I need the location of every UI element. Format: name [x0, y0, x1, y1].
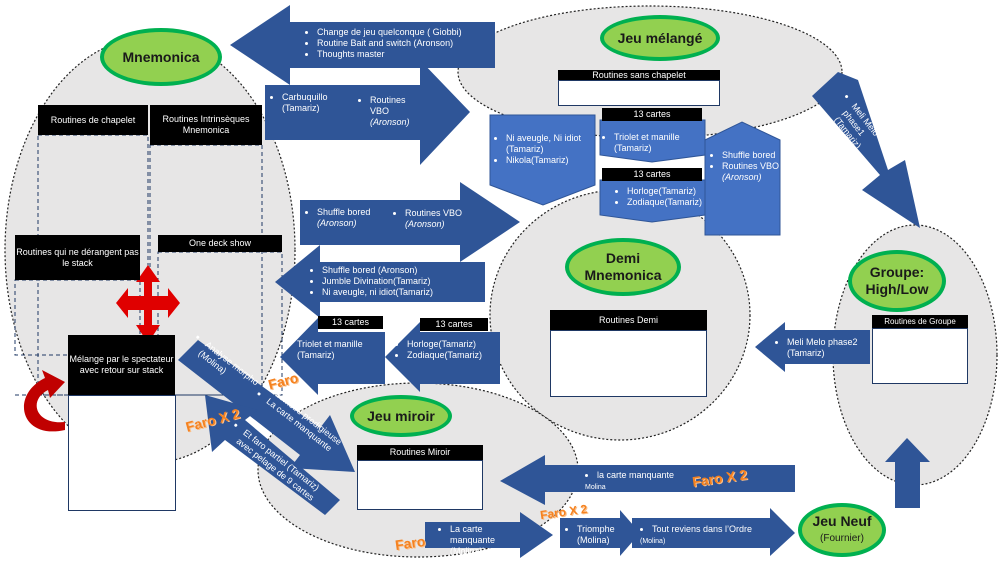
text-top-left: Change de jeu quelconque ( Giobbi)Routin… — [305, 27, 462, 60]
text-bottom-a: La carte manquante (Molina)) — [438, 524, 523, 557]
header-13-cartes-2: 13 cartes — [602, 168, 702, 181]
arrow-jeu-neuf-up — [885, 438, 930, 508]
header-13-cartes-4: 13 cartes — [420, 318, 488, 331]
pentagon-shuffle-up — [704, 121, 781, 236]
header-ne-derangent: Routines qui ne dérangent pas le stack — [15, 235, 140, 280]
arrow-miroir-left — [500, 455, 795, 505]
header-one-deck: One deck show — [158, 235, 282, 252]
arrow-analyse — [178, 340, 355, 472]
text-meli2: Meli Melo phase2 (Tamariz) — [775, 337, 865, 359]
text-shuffle-up: Shuffle boredRoutines VBO(Aronson) — [710, 150, 779, 183]
arrow-bottom-a — [425, 512, 553, 558]
arrow-bottom-b — [560, 510, 640, 556]
box-groupe — [872, 328, 968, 384]
jeu-neuf-sub: (Fournier) — [820, 533, 864, 544]
group-demi-mnemonica: Demi Mnemonica — [565, 238, 681, 296]
arrow-horloge-left — [385, 322, 500, 392]
box-sans-chapelet — [558, 80, 720, 106]
text-horloge-left: Horloge(Tamariz)Zodiaque(Tamariz) — [395, 339, 482, 361]
header-groupe: Routines de Groupe — [872, 315, 968, 328]
header-13-cartes-1: 13 cartes — [602, 108, 702, 121]
text-triolet-top: Triolet et manille (Tamariz) — [602, 132, 702, 154]
group-groupe: Groupe: High/Low — [848, 250, 946, 312]
text-vbo: Routines VBO(Aronson) — [358, 95, 418, 128]
text-mid-left: Shuffle bored (Aronson)Jumble Divination… — [310, 265, 433, 298]
arrow-shuffle-right — [300, 182, 520, 262]
header-demi: Routines Demi — [550, 310, 707, 330]
arrow-top-left — [230, 5, 495, 85]
box-melange — [68, 395, 176, 511]
header-miroir: Routines Miroir — [357, 445, 483, 460]
group-jeu-melange: Jeu mélangé — [600, 15, 720, 61]
header-intrinseques: Routines Intrinsèques Mnemonica — [150, 105, 262, 145]
text-carbuquillo: Carbuquillo (Tamariz) — [270, 92, 350, 114]
header-13-cartes-3: 13 cartes — [318, 316, 383, 329]
red-curved-arrow-icon — [23, 370, 65, 432]
arrow-top-right — [265, 60, 470, 165]
pentagon-ni-aveugle — [489, 114, 596, 206]
text-horloge-top: Horloge(Tamariz)Zodiaque(Tamariz) — [615, 186, 702, 208]
text-mid-right-a: Shuffle bored(Aronson) — [305, 207, 370, 229]
group-jeu-miroir: Jeu miroir — [350, 395, 452, 437]
arrow-meli2-left — [755, 322, 870, 372]
jeu-neuf-label: Jeu Neuf — [812, 513, 872, 529]
group-jeu-neuf: Jeu Neuf (Fournier) — [798, 503, 886, 557]
arrow-bottom-c — [632, 508, 795, 556]
box-miroir — [357, 460, 483, 510]
arrow-faro-partiel — [205, 395, 340, 515]
arrow-mid-left — [275, 245, 485, 318]
text-bottom-c: Tout reviens dans l’Ordre(Molina) — [640, 524, 752, 547]
header-melange-spectateur: Mélange par le spectateur avec retour su… — [68, 335, 175, 395]
box-demi — [550, 330, 707, 397]
text-triolet-left: Triolet et manille (Tamariz) — [285, 339, 385, 361]
header-chapelet: Routines de chapelet — [38, 105, 148, 135]
arrow-triolet-left — [280, 318, 385, 395]
text-ni-aveugle: Ni aveugle, Ni idiot (Tamariz)Nikola(Tam… — [494, 133, 592, 166]
text-mid-right-b: Routines VBO(Aronson) — [393, 208, 462, 230]
arrow-meli1 — [812, 72, 920, 228]
red-double-arrow-icon — [116, 265, 180, 343]
group-mnemonica: Mnemonica — [100, 28, 222, 86]
text-bottom-b: Triomphe (Molina) — [565, 524, 625, 546]
header-sans-chapelet: Routines sans chapelet — [558, 70, 720, 80]
